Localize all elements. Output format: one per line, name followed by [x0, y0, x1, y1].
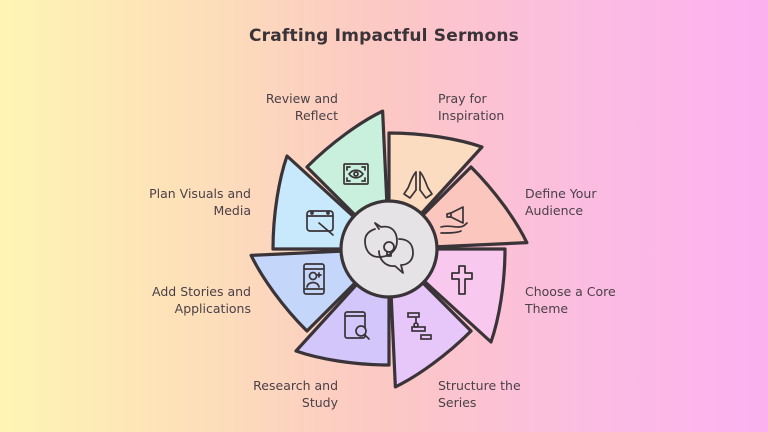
label-line: Study — [301, 395, 338, 410]
label-line: Inspiration — [438, 108, 505, 123]
research-magnifier-icon — [344, 311, 370, 340]
label-line: Theme — [525, 301, 569, 316]
center-hub — [339, 199, 439, 299]
label-structure-the-series: Structure the Series — [438, 377, 588, 411]
label-line: Review and — [265, 91, 338, 106]
label-line: Media — [213, 203, 251, 218]
label-line: Pray for — [438, 91, 487, 106]
label-choose-a-core-theme: Choose a Core Theme — [525, 283, 675, 317]
tablet-pen-icon — [306, 210, 334, 236]
label-line: Define Your — [525, 186, 597, 201]
label-line: Applications — [174, 301, 251, 316]
label-line: Audience — [525, 203, 584, 218]
label-line: Series — [438, 395, 477, 410]
label-add-stories-and-applications: Add Stories and Applications — [101, 283, 251, 317]
label-review-and-reflect: Review and Reflect — [188, 90, 338, 124]
diagram-title: Crafting Impactful Sermons — [249, 26, 519, 46]
megaphone-hand-icon — [440, 206, 468, 234]
structure-chart-icon — [407, 312, 432, 340]
label-line: Plan Visuals and — [149, 186, 251, 201]
label-define-your-audience: Define Your Audience — [525, 185, 675, 219]
label-line: Add Stories and — [152, 284, 251, 299]
label-line: Structure the — [438, 378, 521, 393]
phone-user-icon — [303, 263, 325, 295]
speech-bubbles-lightbulb-icon — [364, 222, 414, 274]
label-line: Research and — [253, 378, 338, 393]
eye-frame-icon — [343, 163, 369, 185]
cross-icon — [451, 265, 473, 295]
label-research-and-study: Research and Study — [188, 377, 338, 411]
label-pray-for-inspiration: Pray for Inspiration — [438, 90, 588, 124]
praying-hands-icon — [403, 171, 433, 199]
label-plan-visuals-and-media: Plan Visuals and Media — [101, 185, 251, 219]
label-line: Reflect — [294, 108, 338, 123]
label-line: Choose a Core — [525, 284, 616, 299]
